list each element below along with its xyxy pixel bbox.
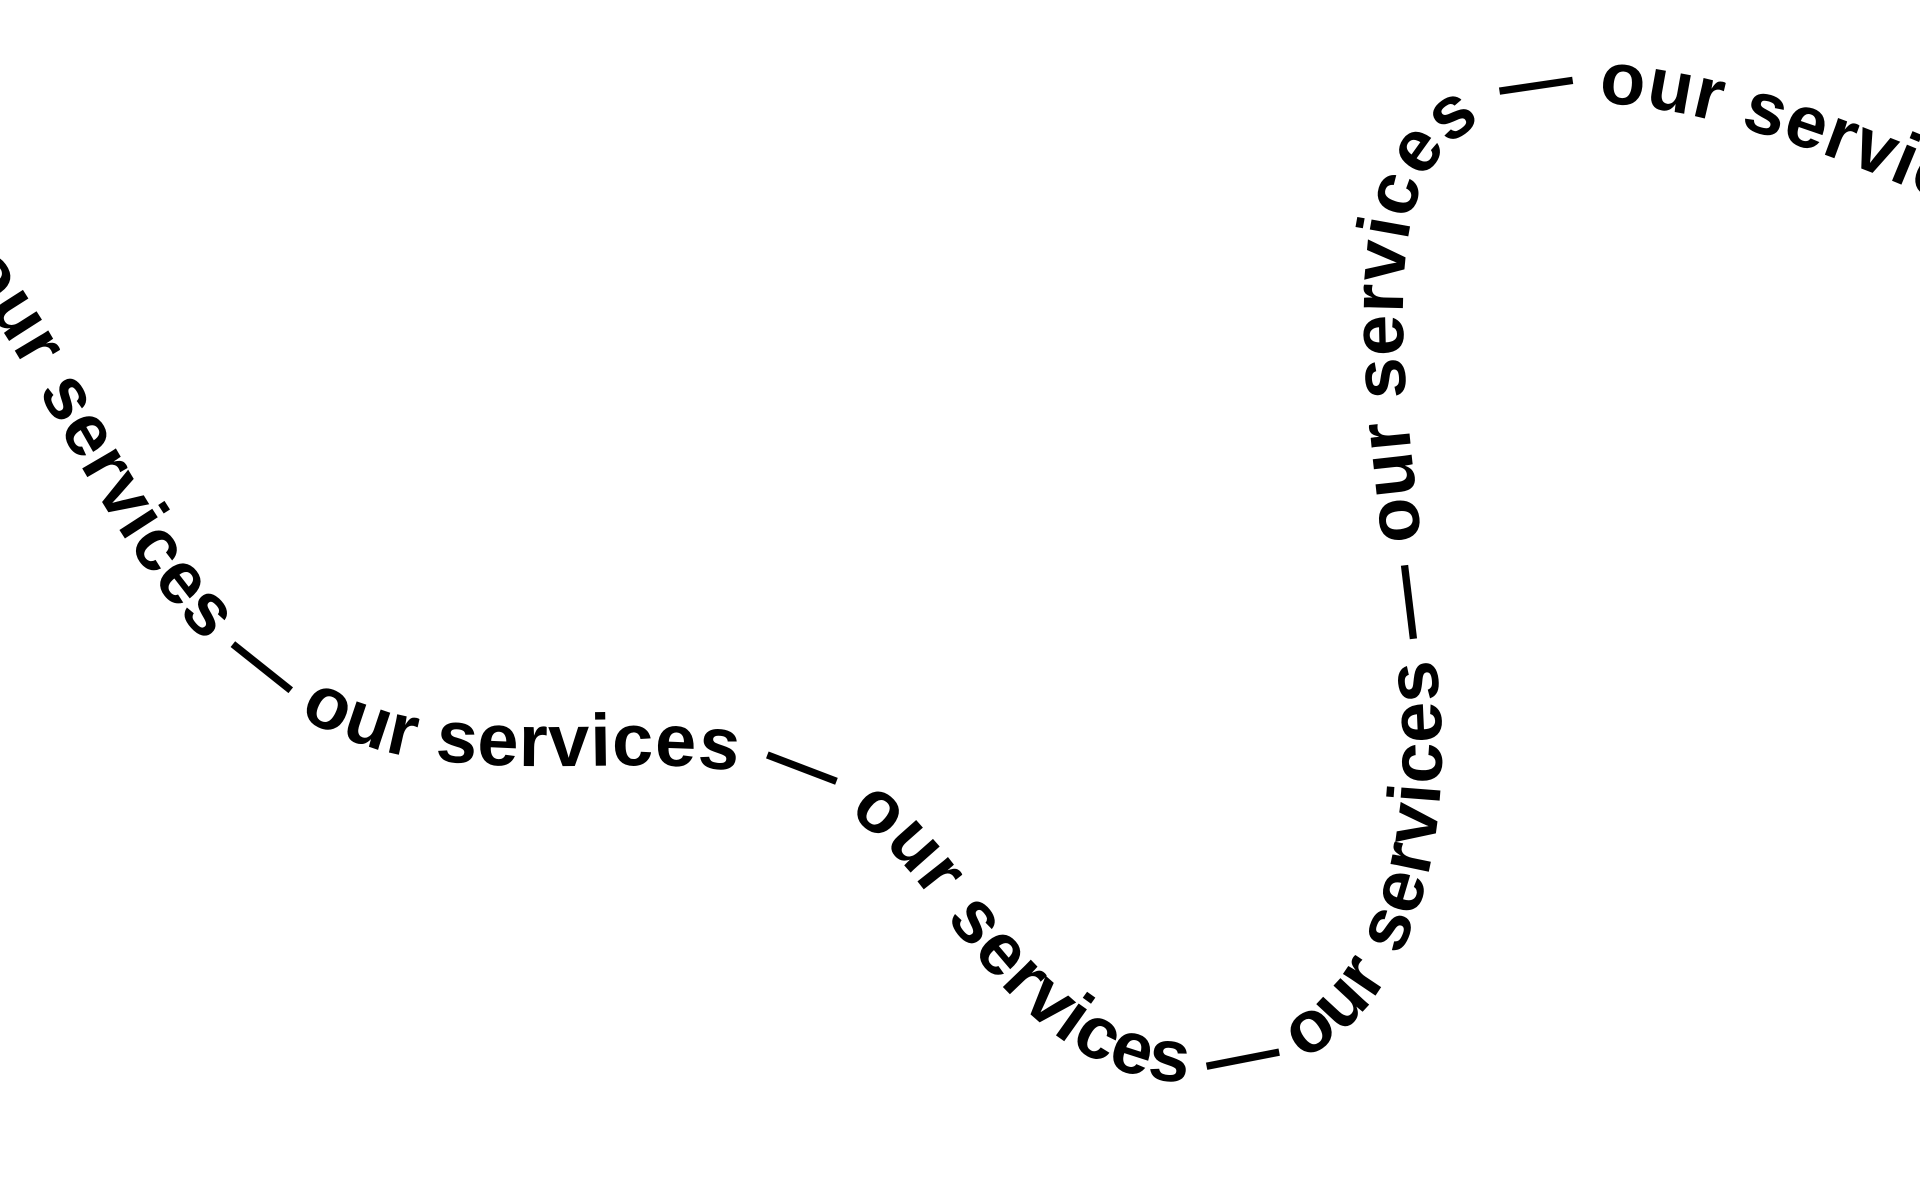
marquee-phrase: our services [838,761,1196,1099]
marquee-phrase: our services [0,0,1920,218]
marquee-phrase: our services [1266,656,1458,1073]
wave-text: our services — our services — our servic… [0,0,1920,1101]
marquee-phrase: our services [1336,66,1492,548]
marquee-text-path: our services — our services — our servic… [0,0,1920,1101]
marquee-phrase: our services [0,0,23,16]
marquee-separator: — [0,0,38,16]
marquee-separator: — [1355,539,1451,666]
marquee-phrase: our services [0,230,256,654]
marquee-phrase: our services [291,657,746,788]
marquee-separator: — [0,0,38,16]
